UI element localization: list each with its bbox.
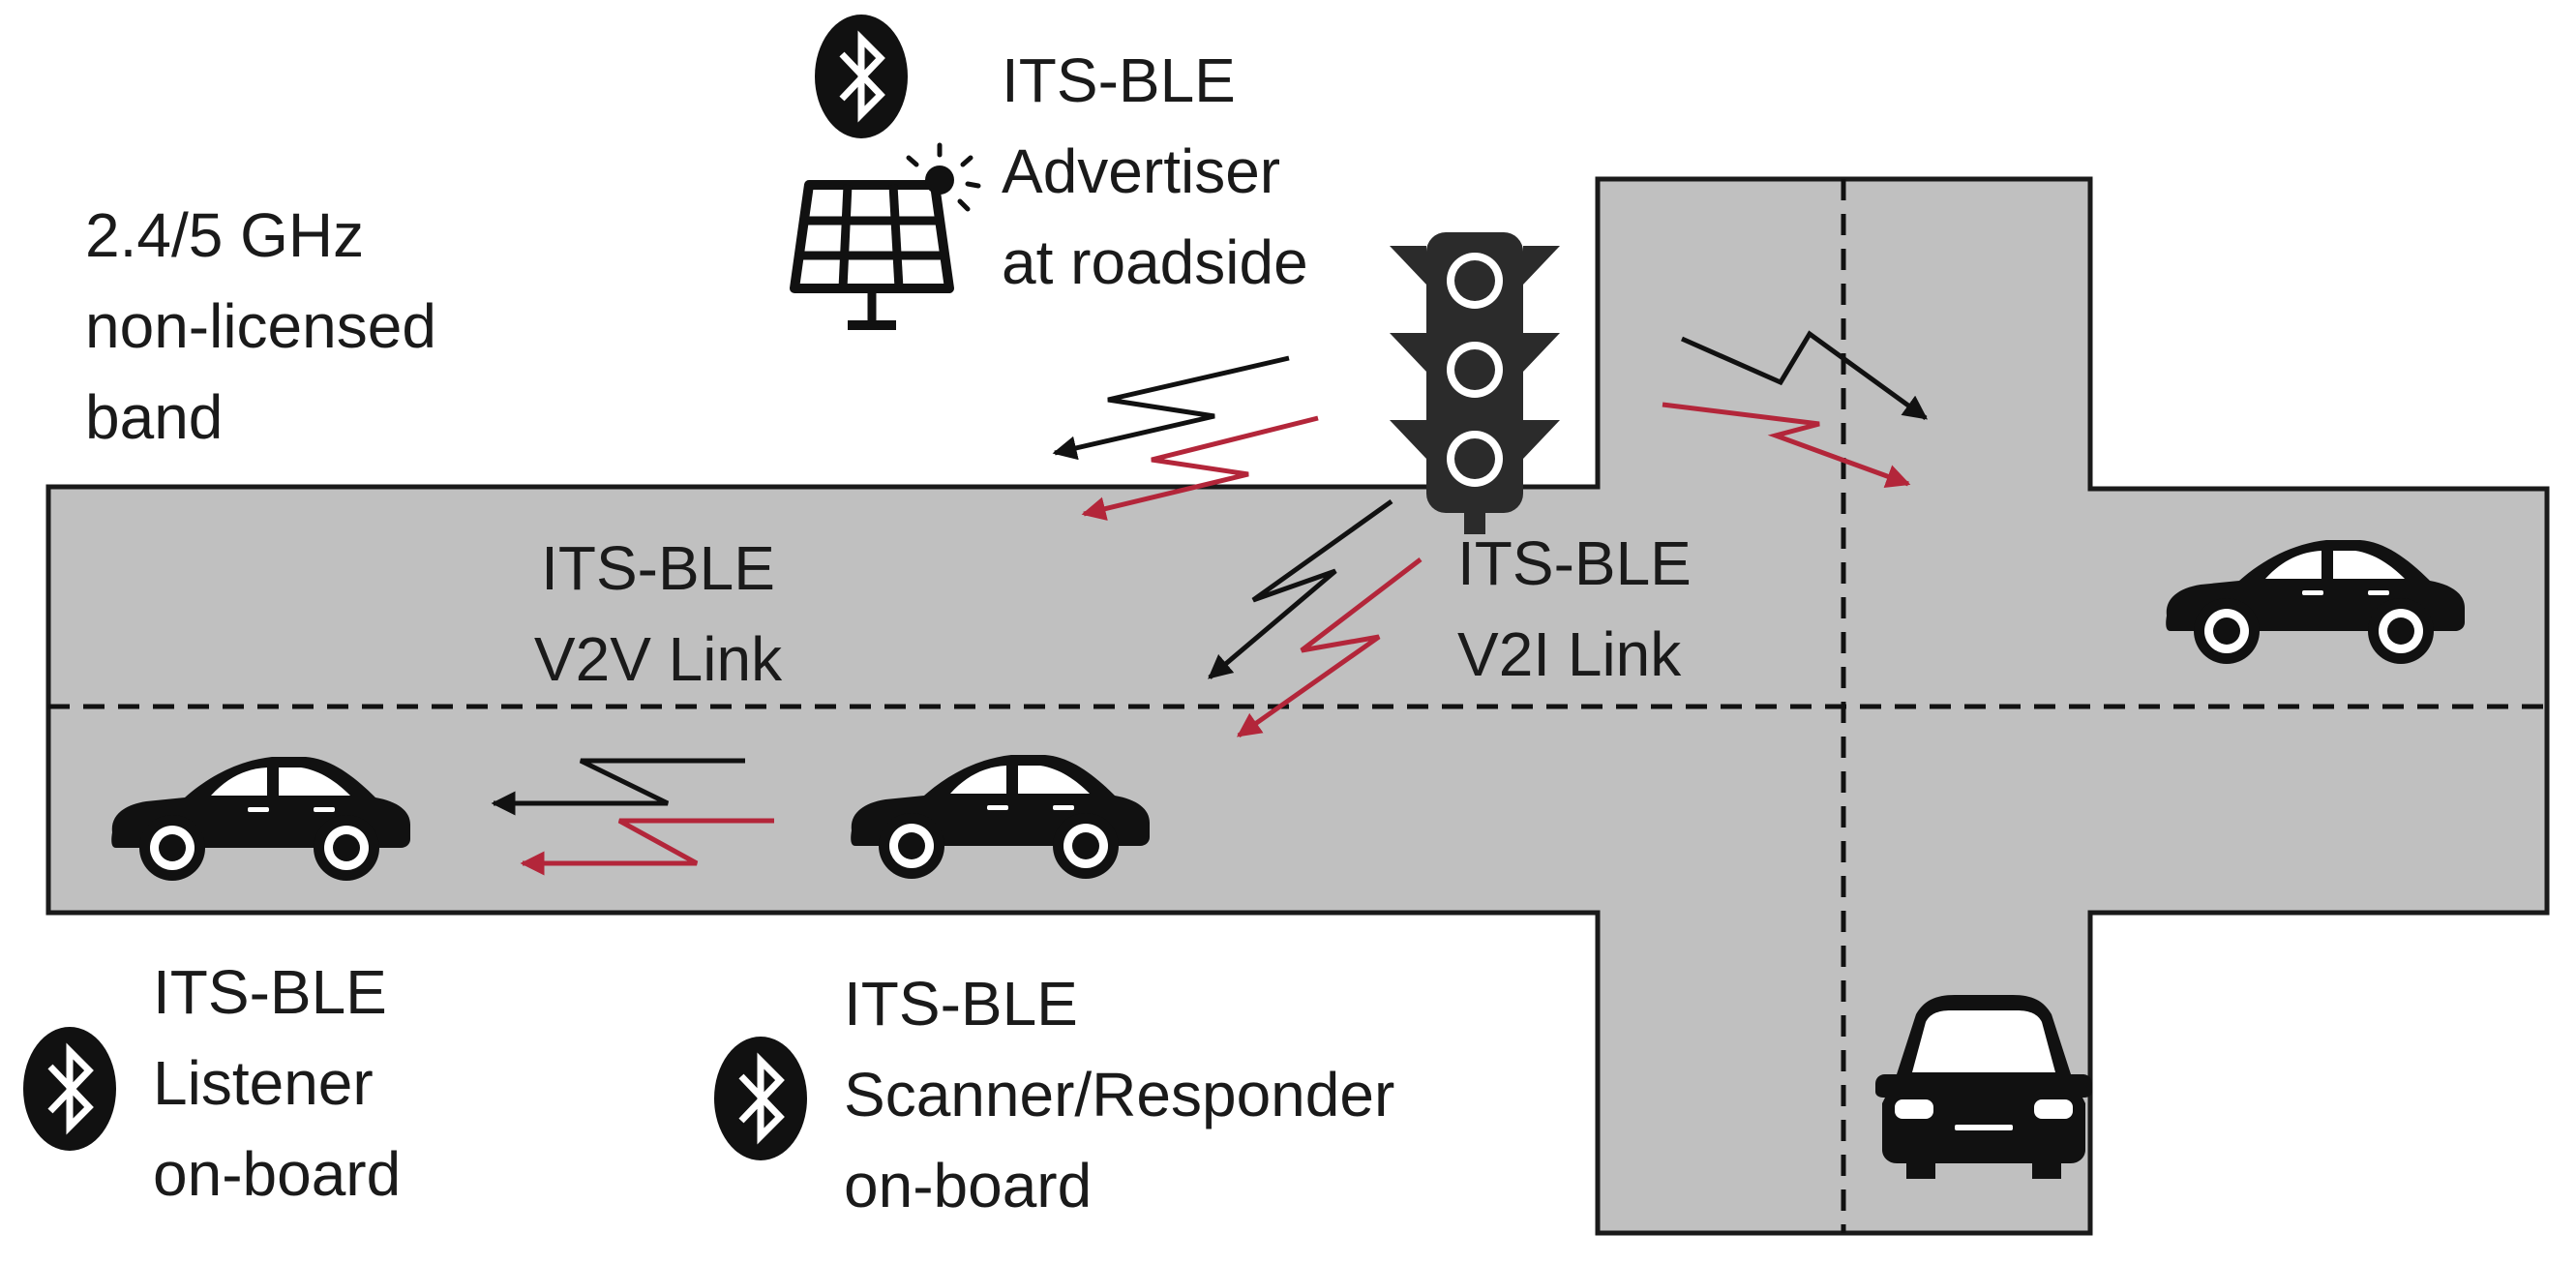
v2v-link-label: ITS-BLE V2V Link [533, 533, 783, 694]
solar-panel-icon [790, 142, 981, 330]
listener-label: ITS-BLE Listener on-board [153, 957, 402, 1209]
car-icon [1875, 995, 2092, 1179]
signal-v2i [1208, 498, 1423, 738]
traffic-light-icon [1390, 232, 1560, 534]
road-network [45, 176, 2550, 1236]
v2i-link-label: ITS-BLE V2I Link [1457, 528, 1692, 689]
bluetooth-icon [23, 1027, 116, 1151]
signal-v2v [491, 758, 774, 876]
signal-intersection [1662, 330, 1929, 489]
bluetooth-icon [815, 15, 908, 138]
road-surface [45, 176, 2550, 1236]
bluetooth-icon [714, 1037, 807, 1160]
band-label: 2.4/5 GHz non-licensed band [85, 200, 436, 452]
scanner-responder-label: ITS-BLE Scanner/Responder on-board [844, 969, 1395, 1220]
signal-top-left [1052, 355, 1319, 521]
advertiser-label: ITS-BLE Advertiser at roadside [1002, 45, 1308, 297]
